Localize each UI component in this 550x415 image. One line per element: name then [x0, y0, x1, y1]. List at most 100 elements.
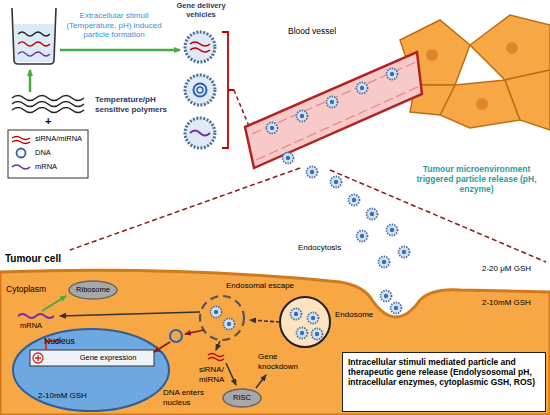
vessel-particles — [387, 69, 398, 80]
escaped-particles — [211, 307, 222, 318]
annotation-label: Gene knockdown — [258, 352, 304, 371]
tumour-tissue — [426, 49, 438, 61]
legend-text: siRNA/miRNA — [35, 134, 82, 143]
annotation-label: + — [45, 115, 51, 128]
risc-complex: RISC — [222, 388, 262, 408]
zoom-line — [70, 168, 300, 250]
endosome-cargo — [297, 328, 308, 339]
cargo-legend-box — [8, 130, 88, 178]
legend-text: mRNA — [35, 162, 57, 171]
sirna-release-arrow — [216, 341, 220, 350]
beaker — [18, 42, 50, 46]
tumour-tissue — [400, 15, 550, 130]
released-particles — [379, 257, 390, 268]
delivery-vehicles — [185, 75, 215, 105]
annotation-label: Endocytosis — [298, 243, 341, 253]
annotation-label: Temperature/pH sensitive polymers — [95, 95, 181, 114]
polymer-strands — [12, 96, 84, 113]
vessel-particles — [267, 69, 398, 178]
endosome-cargo — [308, 313, 319, 324]
vessel-particles — [297, 111, 308, 122]
cargo-legend-box — [12, 165, 30, 169]
tumour-cell-text: Tumour cell — [5, 253, 61, 265]
endosome-cargo — [312, 329, 323, 340]
polymer-strands — [12, 102, 84, 107]
endosome-text: Endosome — [335, 310, 373, 320]
stimuli-box-text: Intracellular stimuli mediated particle … — [348, 357, 542, 388]
knockdown-arrow — [256, 375, 266, 388]
blood-vessel-outline — [252, 62, 420, 160]
risc-complex-outline — [223, 389, 261, 407]
mrna-release-arrow — [60, 312, 200, 316]
nucleus: NucleusGene expression2-10mM GSH — [12, 328, 170, 412]
blood-vessel: Blood vessel — [240, 22, 422, 172]
tumour-tissue — [506, 42, 518, 54]
vessel-particles — [307, 167, 318, 178]
annotation-label: Extracellular stimuli (Temperature, pH) … — [60, 11, 168, 40]
endosome-outline — [279, 296, 331, 348]
translation-arrow — [42, 296, 66, 311]
tumour-cell-outline — [0, 270, 550, 415]
annotation-label: 2-20 μM GSH — [482, 264, 531, 274]
stimuli-box: Intracellular stimuli mediated particle … — [342, 352, 546, 412]
risc-complex-text: RISC — [222, 393, 262, 402]
ribosome: Ribosome — [68, 280, 118, 300]
risc-loading-arrow — [226, 363, 236, 385]
delivery-vehicles — [185, 32, 215, 148]
ribosome-text: Ribosome — [68, 285, 118, 294]
beaker — [18, 32, 50, 36]
nucleus-text: Gene expression — [64, 353, 152, 362]
cargo-legend-box — [8, 130, 88, 178]
annotation-label: 2-10mM GSH — [482, 298, 531, 308]
nucleus-outline — [12, 328, 170, 412]
beaker — [14, 24, 54, 62]
nucleus-outline — [30, 350, 154, 366]
cargo-legend-box — [12, 137, 30, 144]
polymer-strands — [12, 108, 84, 113]
ribosome-outline — [69, 281, 117, 299]
nucleus-outline — [33, 353, 43, 363]
endosome-cargo — [291, 309, 323, 340]
vessel-particles — [267, 123, 278, 134]
released-particles — [349, 195, 360, 206]
delivery-vehicles — [190, 42, 210, 52]
blood-vessel-outline — [240, 22, 422, 172]
annotation-label: Gene delivery vehicles — [170, 1, 232, 19]
delivery-vehicles — [197, 87, 203, 93]
tumour-cell: Tumour cellRibosomeEndosomeNucleusGene e… — [0, 250, 550, 415]
nuclear-entry-arrow — [154, 342, 170, 352]
annotation-label: Tumour microenvironment triggered partic… — [405, 164, 548, 195]
escaped-particles — [224, 319, 235, 330]
mixing-arrow — [29, 70, 32, 92]
endocytosis-particles — [381, 291, 392, 302]
released-particles — [331, 177, 410, 268]
tumour-tissue — [470, 15, 550, 80]
mrna-strand — [18, 314, 54, 318]
polymer-strands — [12, 96, 84, 101]
tumour-tissue — [505, 70, 550, 130]
annotation-label: Endosomal escape — [226, 281, 294, 291]
escaped-particles — [211, 307, 235, 330]
escape-arrow — [250, 320, 280, 322]
endosome-cargo — [291, 309, 302, 320]
annotation-label: mRNA — [20, 321, 42, 330]
beaker — [18, 52, 50, 56]
blood-vessel-outline — [245, 52, 422, 168]
released-particles — [387, 225, 398, 236]
legend-text: DNA — [35, 148, 51, 157]
dna-release-arrow — [185, 330, 204, 334]
nucleus-outline — [35, 355, 41, 361]
delivery-vehicles — [185, 118, 215, 148]
delivery-vehicles — [190, 131, 210, 136]
endocytosis-particles — [381, 291, 402, 314]
released-particles — [331, 177, 342, 188]
delivery-vehicles — [185, 32, 215, 62]
vessel-particles — [283, 153, 294, 164]
blood-vessel-text: Blood vessel — [288, 26, 336, 36]
nucleus-text: 2-10mM GSH — [38, 391, 87, 401]
delivery-vehicles — [194, 84, 207, 97]
dna-plasmid — [170, 330, 182, 342]
beaker — [12, 8, 56, 64]
